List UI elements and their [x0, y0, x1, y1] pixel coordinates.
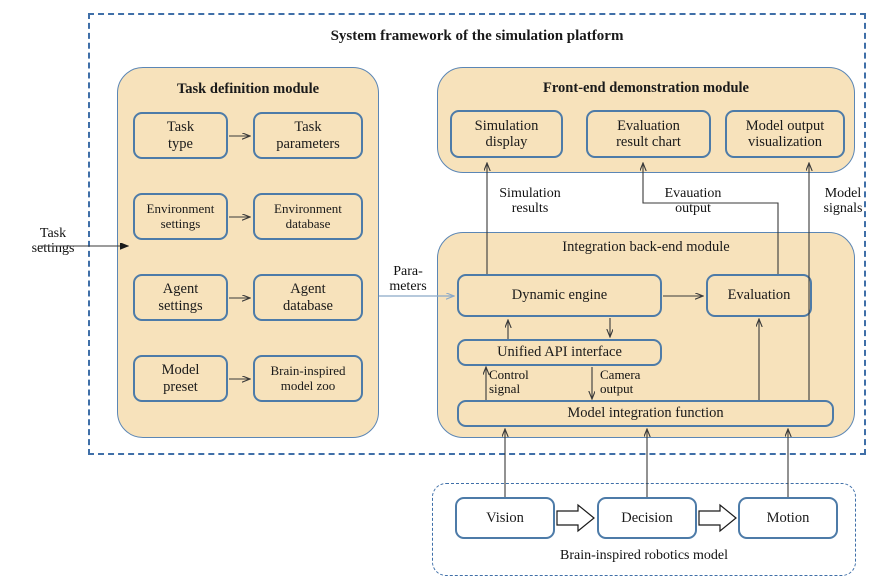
brain-inspired-robotics-boundary: [432, 483, 856, 576]
dynamic-engine-label: Dynamic engine: [511, 287, 608, 304]
agent-settings-label: Agent settings: [158, 281, 203, 314]
vision-box[interactable]: Vision: [455, 497, 555, 539]
evaluation-result-chart-box[interactable]: Evaluation result chart: [586, 110, 711, 158]
environment-database-box[interactable]: Environment database: [253, 193, 363, 240]
brain-inspired-model-zoo-label: Brain-inspired model zoo: [270, 362, 346, 393]
system-framework-boundary: [88, 13, 866, 455]
agent-settings-box[interactable]: Agent settings: [133, 274, 228, 321]
simulation-display-label: Simulation display: [474, 117, 539, 150]
task-settings-label: Task settings: [31, 226, 75, 257]
simulation-display-box[interactable]: Simulation display: [450, 110, 563, 158]
task-definition-module-title: Task definition module: [176, 81, 320, 97]
decision-box[interactable]: Decision: [597, 497, 697, 539]
motion-label: Motion: [766, 509, 810, 526]
vision-label: Vision: [486, 509, 524, 526]
environment-settings-box[interactable]: Environment settings: [133, 193, 228, 240]
brain-inspired-model-zoo-box[interactable]: Brain-inspired model zoo: [253, 355, 363, 402]
evaluation-label: Evaluation: [727, 287, 791, 304]
environment-database-label: Environment database: [274, 200, 342, 231]
integration-backend-module-title: Integration back-end module: [562, 239, 730, 255]
model-output-visualization-label: Model output visualization: [745, 117, 825, 150]
task-parameters-label: Task parameters: [276, 119, 340, 152]
model-output-visualization-box[interactable]: Model output visualization: [725, 110, 845, 158]
control-signal-label: Control signal: [489, 367, 529, 397]
agent-database-label: Agent database: [283, 281, 333, 314]
dynamic-engine-box[interactable]: Dynamic engine: [457, 274, 662, 317]
frontend-demonstration-module-title: Front-end demonstration module: [543, 80, 749, 96]
model-integration-function-label: Model integration function: [567, 405, 724, 422]
unified-api-interface-box[interactable]: Unified API interface: [457, 339, 662, 366]
evaluation-result-chart-label: Evaluation result chart: [616, 117, 681, 150]
unified-api-interface-label: Unified API interface: [497, 344, 622, 361]
parameters-label: Para- meters: [389, 264, 427, 295]
brain-inspired-robotics-caption: Brain-inspired robotics model: [560, 548, 728, 563]
evaluation-output-label: Evauation output: [664, 186, 722, 217]
model-preset-label: Model preset: [161, 362, 200, 395]
model-integration-function-box[interactable]: Model integration function: [457, 400, 834, 427]
task-type-box[interactable]: Task type: [133, 112, 228, 159]
task-type-label: Task type: [166, 119, 195, 152]
model-signals-label: Model signals: [823, 186, 863, 217]
camera-output-label: Camera output: [600, 367, 641, 397]
agent-database-box[interactable]: Agent database: [253, 274, 363, 321]
simulation-results-label: Simulation results: [499, 186, 561, 217]
motion-box[interactable]: Motion: [738, 497, 838, 539]
decision-label: Decision: [621, 509, 673, 526]
page-title: System framework of the simulation platf…: [330, 28, 624, 44]
evaluation-box[interactable]: Evaluation: [706, 274, 812, 317]
environment-settings-label: Environment settings: [146, 200, 215, 231]
model-preset-box[interactable]: Model preset: [133, 355, 228, 402]
task-parameters-box[interactable]: Task parameters: [253, 112, 363, 159]
